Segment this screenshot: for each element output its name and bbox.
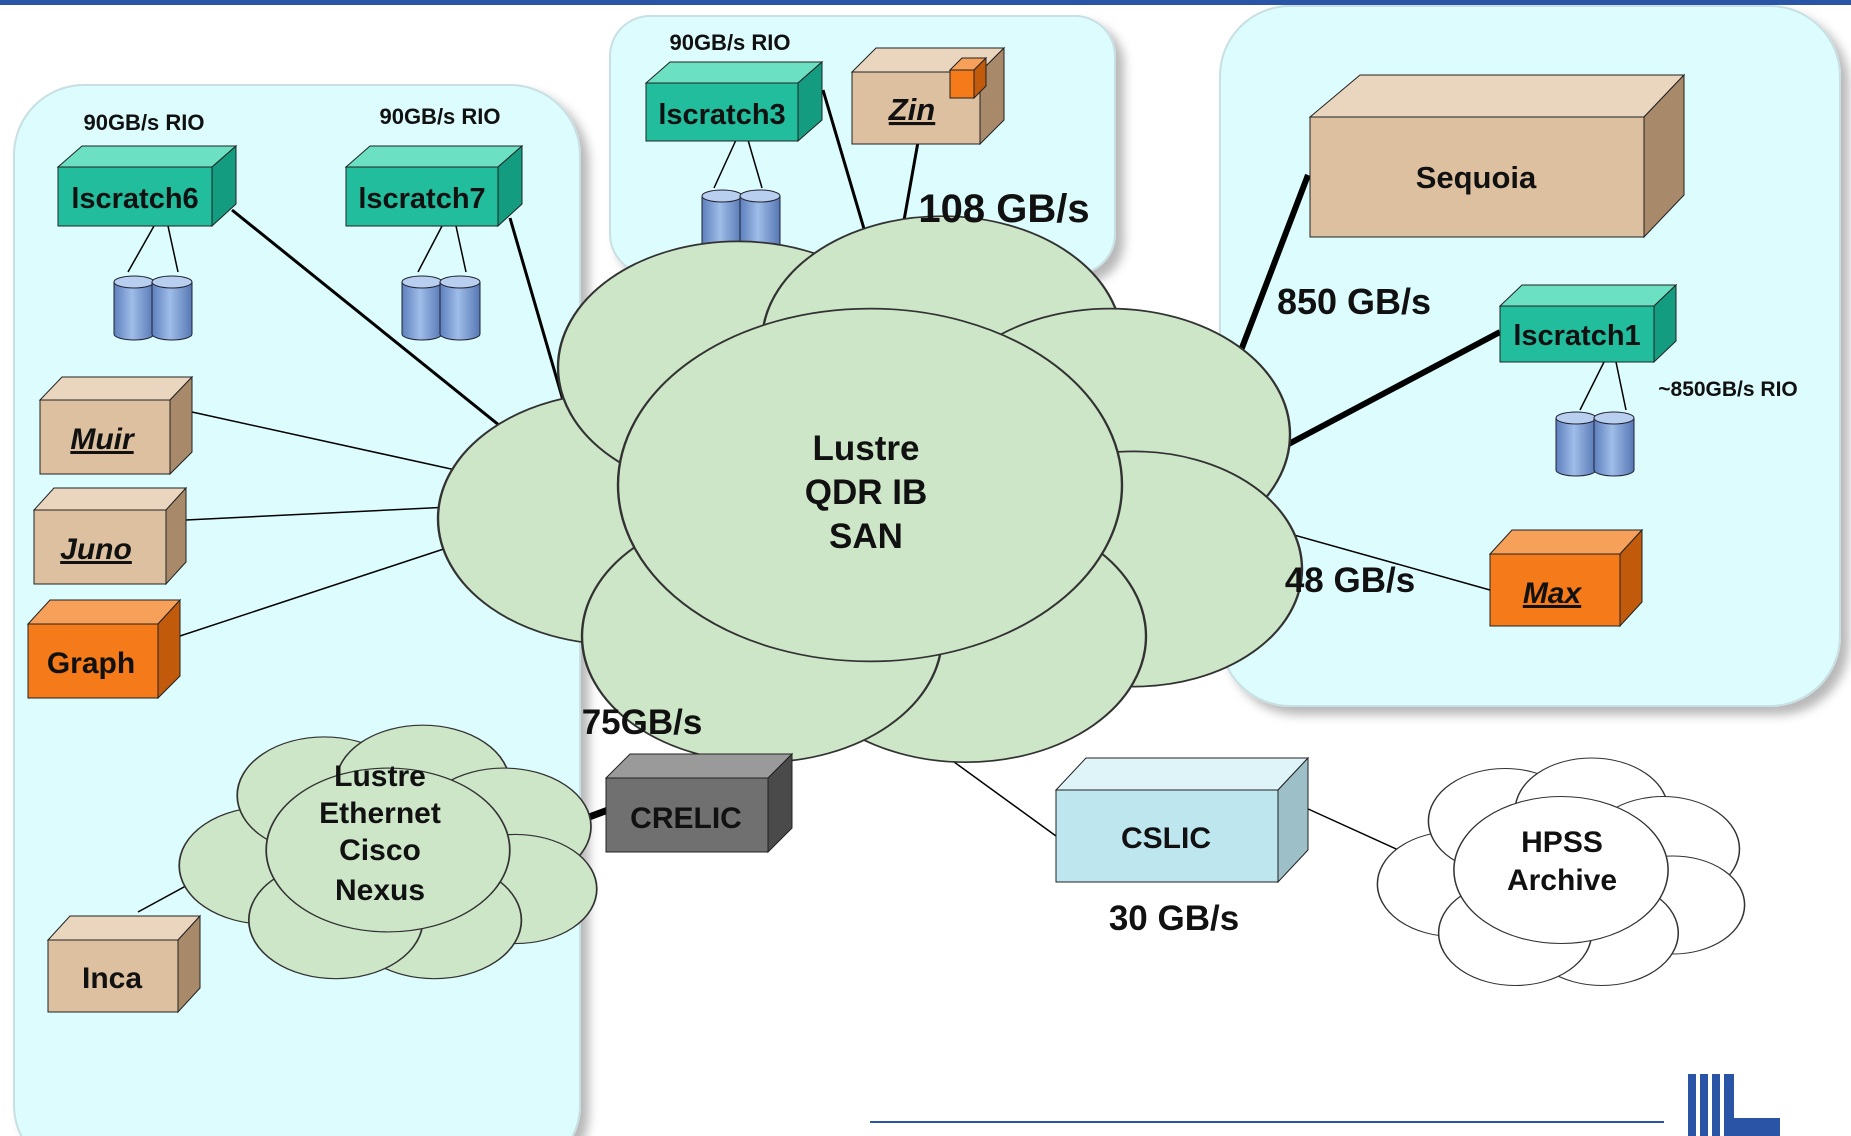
box-juno[interactable] (32, 486, 188, 586)
disk-iscratch7 (401, 275, 481, 341)
bw-crelic: 75GB/s (582, 703, 703, 742)
label-muir: Muir (70, 423, 136, 456)
cloud-lustre-ethernet-line3: Cisco (339, 834, 421, 867)
disk-iscratch6 (113, 275, 193, 341)
box-iscratch7[interactable] (344, 144, 524, 228)
cloud-lustre-ethernet-line4: Nexus (335, 874, 425, 907)
rio-iscratch6: 90GB/s RIO (83, 110, 204, 135)
disk-links (127, 139, 1627, 411)
label-crelic: CRELIC (630, 802, 742, 835)
cloud-lustre-san-line2: QDR IB (805, 473, 928, 512)
cloud-lustre-san-line1: Lustre (813, 429, 920, 468)
top-bar (0, 0, 1851, 5)
cloud-hpss-line1: HPSS (1521, 826, 1603, 859)
box-iscratch3[interactable] (644, 60, 824, 143)
label-iscratch6: lscratch6 (71, 183, 198, 215)
label-iscratch1: lscratch1 (1513, 320, 1640, 352)
rio-iscratch3: 90GB/s RIO (669, 30, 790, 55)
box-crelic[interactable] (604, 752, 794, 854)
rio-iscratch7: 90GB/s RIO (379, 104, 500, 129)
box-iscratch6[interactable] (56, 144, 238, 228)
label-graph: Graph (47, 647, 135, 680)
rio-iscratch1: ~850GB/s RIO (1658, 378, 1797, 401)
bw-max: 48 GB/s (1285, 561, 1415, 600)
cloud-lustre-san-line3: SAN (829, 517, 903, 556)
box-graph[interactable] (26, 598, 182, 700)
box-sequoia[interactable] (1308, 73, 1686, 239)
bw-zin: 108 GB/s (918, 187, 1089, 231)
label-sequoia: Sequoia (1416, 160, 1537, 195)
llnl-logo (1688, 1074, 1780, 1136)
label-iscratch7: lscratch7 (358, 183, 485, 215)
label-max: Max (1523, 577, 1583, 610)
box-max[interactable] (1488, 528, 1644, 628)
box-inca[interactable] (46, 914, 202, 1014)
box-muir[interactable] (38, 375, 194, 476)
box-cslic[interactable] (1054, 756, 1310, 884)
disk-iscratch3 (701, 189, 781, 255)
cloud-hpss-line2: Archive (1507, 864, 1617, 897)
box-iscratch1[interactable] (1498, 283, 1678, 364)
label-zin: Zin (888, 92, 936, 127)
label-juno: Juno (60, 533, 132, 566)
cloud-lustre-ethernet-line2: Ethernet (319, 797, 441, 830)
disk-iscratch1 (1555, 411, 1635, 477)
bw-sequoia: 850 GB/s (1277, 281, 1431, 322)
bw-cslic: 30 GB/s (1109, 899, 1239, 938)
box-zin[interactable] (850, 46, 1006, 146)
cloud-lustre-ethernet-line1: Lustre (334, 760, 426, 793)
label-iscratch3: lscratch3 (658, 99, 785, 131)
label-cslic: CSLIC (1121, 822, 1211, 855)
label-inca: Inca (82, 962, 142, 995)
